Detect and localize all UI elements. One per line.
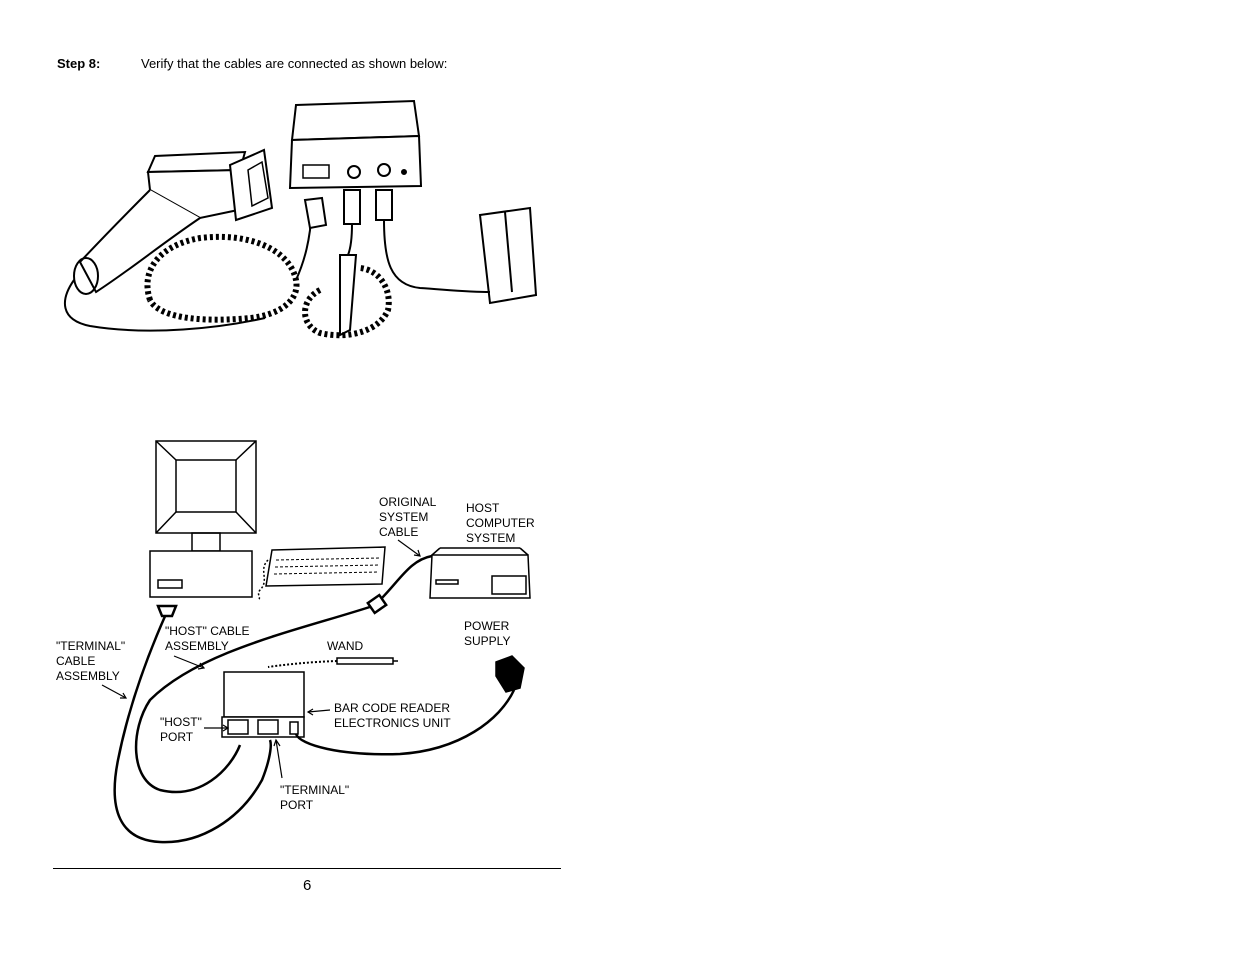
keyboard-drawing	[257, 546, 386, 601]
host-computer-drawing	[429, 547, 531, 599]
label-host-port: "HOST" PORT	[160, 715, 202, 744]
label-host-cable-assembly: "HOST" CABLE ASSEMBLY	[165, 624, 250, 653]
label-power-supply: POWER SUPPLY	[464, 619, 511, 648]
electronics-unit-drawing	[288, 99, 423, 190]
monitor-drawing	[149, 440, 257, 598]
cables-drawing	[113, 554, 516, 844]
magstripe-reader-drawing	[383, 206, 538, 305]
wand-drawing	[302, 223, 392, 339]
power-supply-drawing	[495, 655, 525, 693]
wand-drawing	[267, 657, 398, 668]
label-host-computer-system: HOST COMPUTER SYSTEM	[466, 501, 535, 545]
footer-rule	[53, 868, 561, 869]
label-bar-code-reader: BAR CODE READER ELECTRONICS UNIT	[334, 701, 451, 730]
scanner-coil-drawing	[144, 233, 300, 323]
handheld-scanner-drawing	[64, 148, 274, 332]
step-instruction: Verify that the cables are connected as …	[141, 56, 448, 71]
label-arrows	[101, 539, 421, 779]
page-number: 6	[303, 877, 312, 894]
label-terminal-port: "TERMINAL" PORT	[280, 783, 350, 812]
electronics-unit-drawing	[221, 671, 305, 738]
label-terminal-cable-assembly: "TERMINAL" CABLE ASSEMBLY	[56, 639, 126, 683]
label-wand: WAND	[327, 639, 364, 653]
label-original-system-cable: ORIGINAL SYSTEM CABLE	[379, 495, 437, 539]
step-label: Step 8:	[57, 56, 101, 71]
